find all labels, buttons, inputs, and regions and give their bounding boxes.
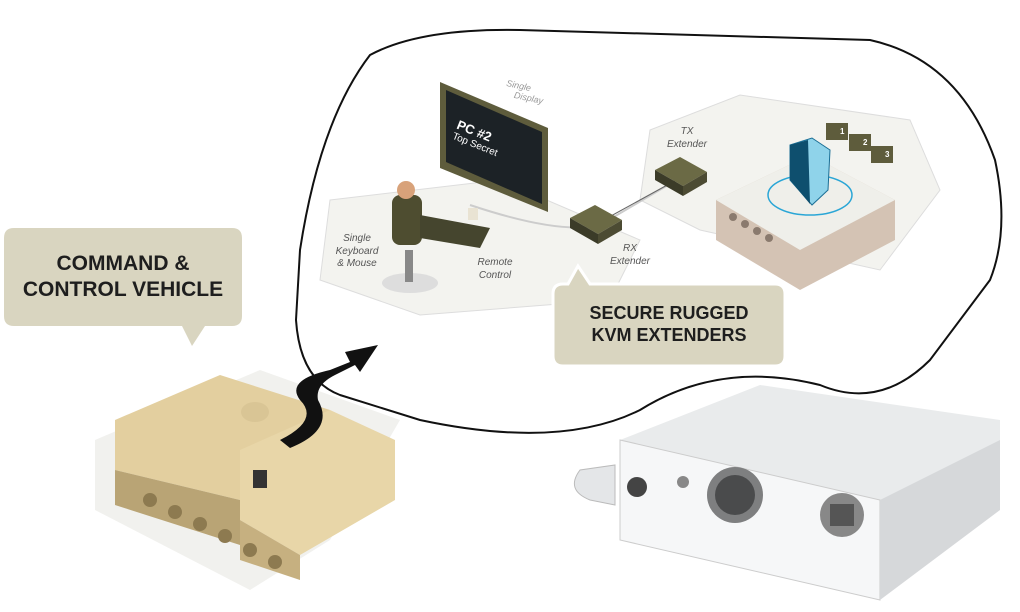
- vehicle-callout: COMMAND & CONTROL VEHICLE: [6, 228, 240, 326]
- pc-boxes-icon: [826, 123, 893, 163]
- vehicle-icon: [95, 370, 400, 590]
- tx-extender-icon: [655, 157, 707, 196]
- extender-callout-line1: SECURE RUGGED: [589, 302, 749, 323]
- pc-3-label: 3: [885, 150, 890, 159]
- secure-switch-icon: [716, 137, 895, 290]
- operator-icon: [382, 181, 490, 293]
- extender-callout-line2: KVM EXTENDERS: [591, 325, 747, 345]
- vehicle-callout-line2: CONTROL VEHICLE: [22, 278, 224, 301]
- pc-1-label: 1: [840, 127, 845, 136]
- vehicle-callout-bg: [4, 228, 242, 346]
- kvm-device-icon: [573, 385, 1000, 601]
- rx-extender-icon: [570, 205, 622, 244]
- vehicle-callout-line1: COMMAND &: [56, 251, 190, 275]
- extender-callout-bg: [551, 263, 787, 368]
- monitor-icon: [440, 82, 548, 212]
- zoom-arrow-icon: [280, 345, 378, 448]
- pc-2-label: 2: [863, 138, 868, 147]
